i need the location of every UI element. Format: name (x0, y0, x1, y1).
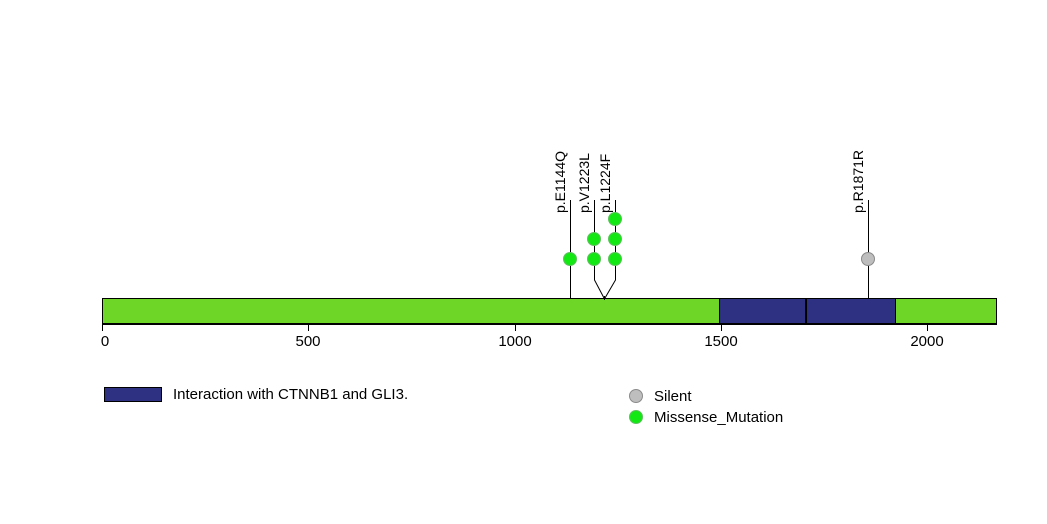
legend-label-missense: Missense_Mutation (654, 409, 784, 426)
lollipop-dot-l1224f-2[interactable] (608, 232, 622, 246)
lollipop-dot-l1224f-3[interactable] (608, 212, 622, 226)
legend-label-domain: Interaction with CTNNB1 and GLI3. (173, 386, 409, 403)
mutation-label-r1871r: p.R1871R (850, 149, 866, 213)
lollipop-stem-branch-l1224f (604, 268, 616, 299)
protein-backbone-bar (102, 298, 997, 324)
x-axis-tick-0 (102, 324, 103, 331)
legend-label-silent: Silent (654, 388, 692, 405)
x-axis-tick-1500 (721, 324, 722, 331)
lollipop-stem-l1224f-foot (604, 296, 605, 300)
domain-block-interaction-ctnnb1-gli3-1[interactable] (719, 299, 806, 323)
lollipop-dot-l1224f-1[interactable] (608, 252, 622, 266)
legend-swatch-domain[interactable] (104, 387, 162, 402)
lollipop-dot-r1871r-1[interactable] (861, 252, 875, 266)
x-axis-tick-label-0: 0 (100, 333, 110, 350)
x-axis-tick-1000 (515, 324, 516, 331)
mutation-label-e1144q: p.E1144Q (552, 150, 568, 213)
lollipop-dot-v1223l-1[interactable] (587, 252, 601, 266)
legend-dot-silent[interactable] (629, 389, 643, 403)
x-axis-line (102, 324, 997, 325)
lollipop-dot-v1223l-2[interactable] (587, 232, 601, 246)
lollipop-stem-branch-v1223l (594, 268, 605, 299)
x-axis-tick-2000 (927, 324, 928, 331)
x-axis-tick-label-2000: 2000 (910, 333, 944, 350)
x-axis-tick-500 (308, 324, 309, 331)
lollipop-dot-e1144q-1[interactable] (563, 252, 577, 266)
mutation-label-v1223l: p.V1223L (576, 153, 592, 213)
x-axis-tick-label-1500: 1500 (704, 333, 738, 350)
lollipop-stem-e1144q (570, 200, 571, 298)
domain-block-interaction-ctnnb1-gli3-2[interactable] (806, 299, 896, 323)
legend-dot-missense[interactable] (629, 410, 643, 424)
lollipop-stem-r1871r (868, 200, 869, 298)
x-axis-tick-label-1000: 1000 (498, 333, 532, 350)
x-axis-tick-label-500: 500 (295, 333, 321, 350)
mutation-label-l1224f: p.L1224F (597, 153, 613, 213)
